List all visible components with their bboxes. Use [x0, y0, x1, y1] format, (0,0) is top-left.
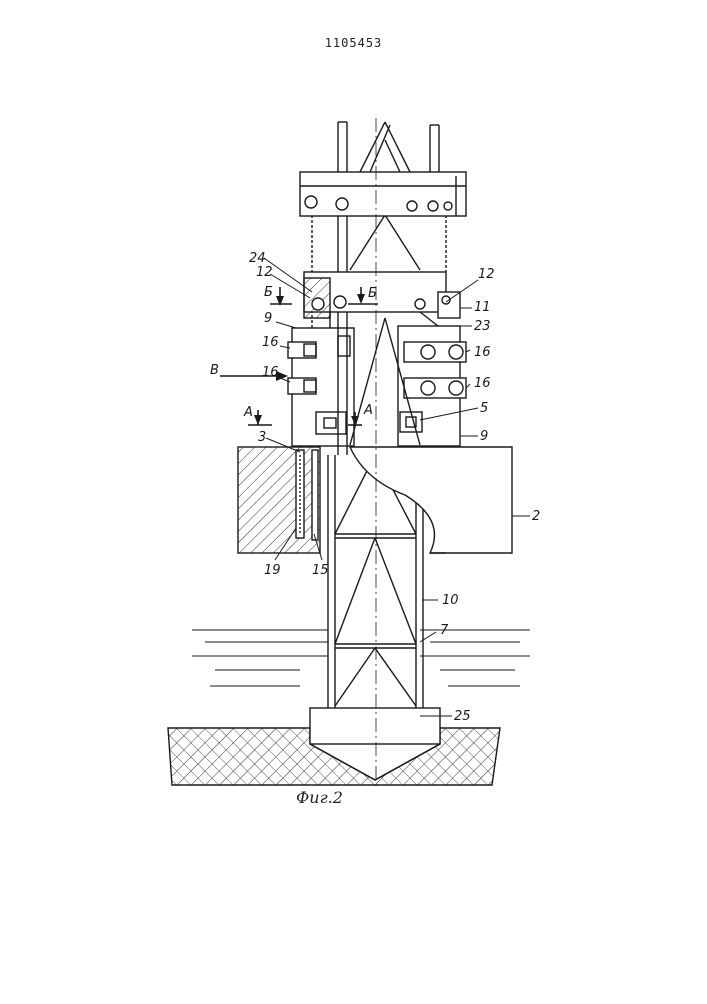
callout-3: 3	[258, 430, 266, 445]
callout-24: 24	[249, 251, 266, 266]
water-surface	[192, 630, 530, 686]
callout-16-right-upper: 16	[474, 345, 491, 360]
footing-25	[310, 708, 440, 744]
callout-5: 5	[480, 401, 488, 416]
link-11	[438, 292, 460, 318]
callout-11: 11	[474, 300, 491, 315]
callout-19: 19	[264, 563, 281, 578]
callout-a-right: А	[363, 403, 373, 418]
deck-2	[350, 447, 512, 553]
figure-caption: Фиг.2	[296, 788, 343, 807]
plate-left	[316, 412, 346, 434]
callout-9-right: 9	[480, 429, 488, 444]
callout-16-right-lower: 16	[474, 376, 491, 391]
guide-15	[312, 450, 318, 540]
callout-12-right: 12	[478, 267, 495, 282]
plate-5	[400, 412, 422, 432]
callout-2: 2	[532, 509, 540, 524]
callout-b-left: Б	[264, 285, 273, 300]
callout-9-left: 9	[264, 311, 272, 326]
callout-10: 10	[442, 593, 459, 608]
callout-7: 7	[440, 623, 449, 638]
callout-15: 15	[312, 563, 329, 578]
callout-v: В	[210, 363, 219, 378]
deck-hatched-section	[238, 447, 320, 553]
callout-16-left-upper: 16	[262, 335, 279, 350]
top-crossbeam	[300, 172, 466, 216]
callout-12-left: 12	[256, 265, 273, 280]
callout-23: 23	[474, 319, 491, 334]
patent-number: 1105453	[0, 36, 707, 50]
callout-25: 25	[454, 709, 471, 724]
callout-b-right: Б	[368, 286, 377, 301]
callout-16-left-lower: 16	[262, 365, 279, 380]
callout-a-left: А	[243, 405, 253, 420]
